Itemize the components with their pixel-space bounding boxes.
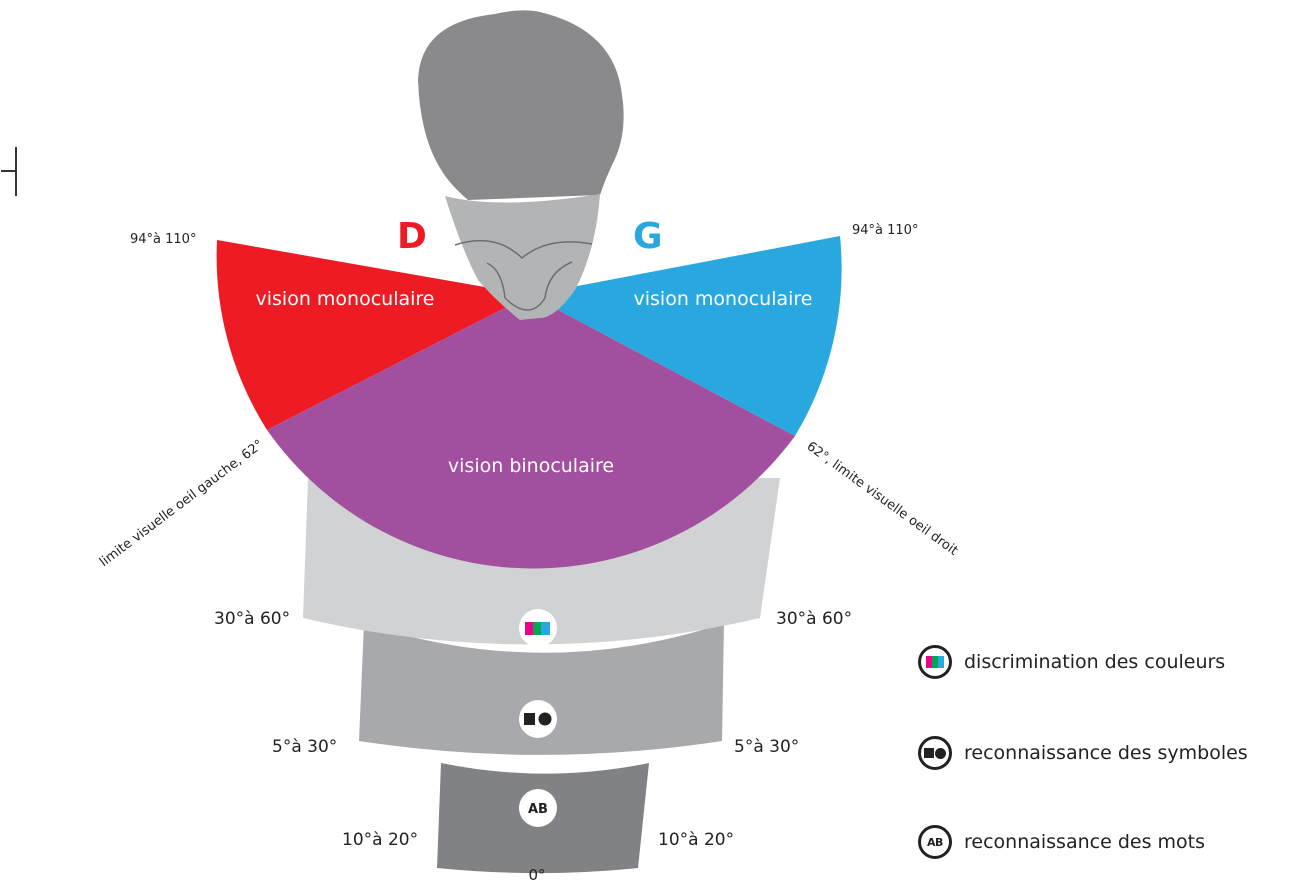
face-lines bbox=[454, 239, 593, 311]
binocular-sector bbox=[267, 295, 795, 569]
angle-color-left: 30°à 60° bbox=[214, 609, 290, 629]
angle-mono-left: 94°à 110° bbox=[852, 223, 918, 238]
angle-center: 0° bbox=[528, 866, 545, 884]
head-hair bbox=[418, 10, 624, 201]
ab-icon-text: AB bbox=[528, 802, 548, 817]
legend-item-words: AB reconnaissance des mots bbox=[918, 822, 1294, 862]
label-monocular-left: vision monoculaire bbox=[634, 288, 813, 310]
square-circle-icon bbox=[918, 736, 952, 770]
legend-label-words: reconnaissance des mots bbox=[964, 831, 1205, 853]
angle-color-right: 30°à 60° bbox=[776, 609, 852, 629]
legend-label-colors: discrimination des couleurs bbox=[964, 651, 1226, 673]
ab-letters-icon: AB bbox=[519, 789, 557, 827]
angle-symbol-left: 5°à 30° bbox=[272, 737, 337, 757]
label-monocular-right: vision monoculaire bbox=[256, 288, 435, 310]
angle-symbol-right: 5°à 30° bbox=[734, 737, 799, 757]
crop-mark bbox=[1, 147, 17, 196]
color-swatch-icon bbox=[918, 645, 952, 679]
square-circle-icon bbox=[519, 700, 557, 738]
monocular-right-sector bbox=[216, 240, 530, 430]
legend-ab-text: AB bbox=[927, 835, 943, 849]
monocular-left-sector bbox=[530, 236, 842, 436]
ab-letters-icon: AB bbox=[918, 825, 952, 859]
angle-word-left: 10°à 20° bbox=[342, 830, 418, 850]
head-illustration bbox=[418, 10, 624, 320]
legend-item-colors: discrimination des couleurs bbox=[918, 642, 1294, 682]
angle-word-right: 10°à 20° bbox=[658, 830, 734, 850]
limit-right-eye-label: 62°, limite visuelle oeil droit bbox=[804, 439, 961, 559]
legend-item-symbols: reconnaissance des symboles bbox=[918, 733, 1294, 773]
angle-mono-right: 94°à 110° bbox=[130, 232, 196, 247]
legend-label-symbols: reconnaissance des symboles bbox=[964, 742, 1248, 764]
eye-letter-left: G bbox=[633, 216, 663, 257]
limit-left-eye-label: limite visuelle oeil gauche, 62° bbox=[97, 437, 266, 570]
label-binocular: vision binoculaire bbox=[448, 455, 614, 477]
band-symbol bbox=[359, 623, 724, 755]
color-swatch-icon bbox=[519, 609, 557, 647]
eye-letter-right: D bbox=[397, 216, 427, 257]
